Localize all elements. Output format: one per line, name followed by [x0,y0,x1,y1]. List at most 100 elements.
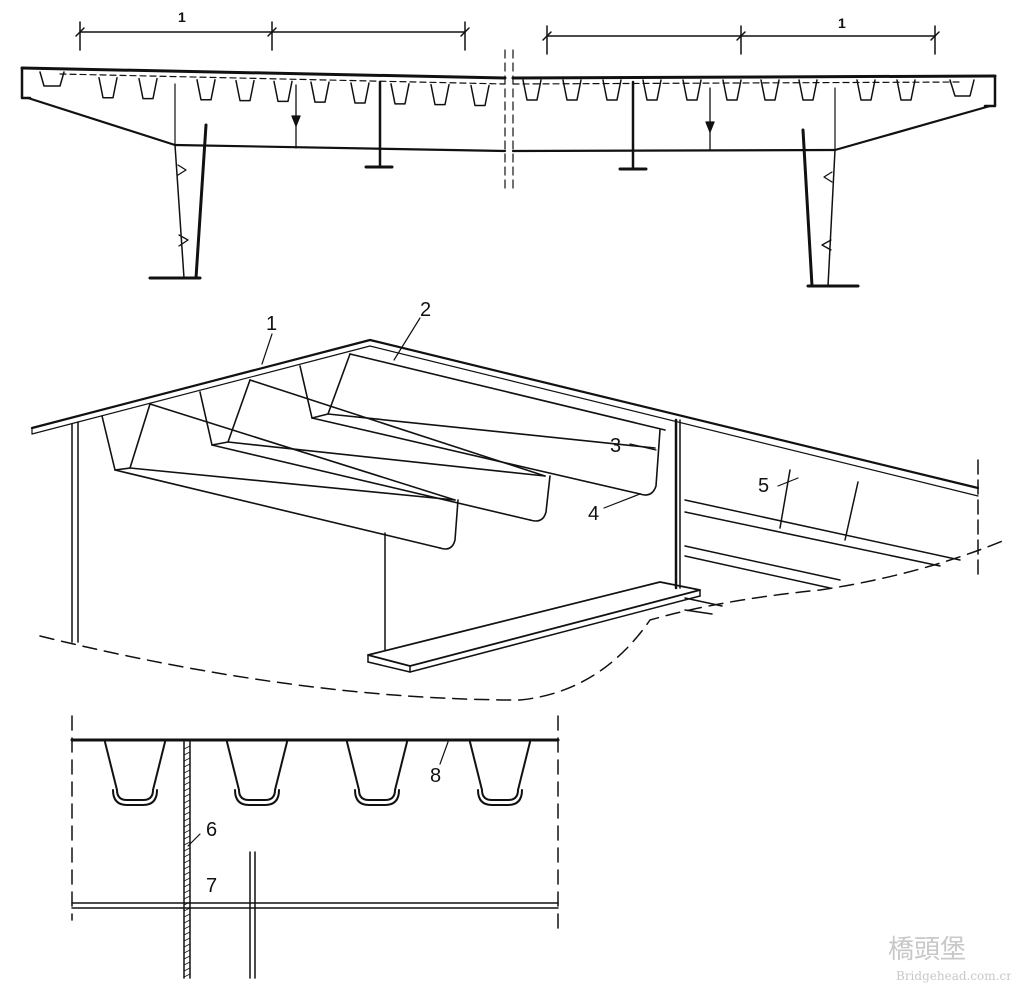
detail-trough-rib-weld [354,789,400,806]
trough-stiffener [350,82,370,104]
web-hatch-line [183,889,191,894]
web-hatch-line [183,817,191,822]
web-hatch-line [183,925,191,930]
trough-stiffeners-top [98,77,916,107]
detail-trough-rib-weld [477,789,523,806]
web-hatch-line [183,835,191,840]
iso-longitudinal-stringers [684,469,961,615]
web-hatch-line [183,913,191,918]
iso-cut-outline [39,539,1006,701]
trough-stiffener [602,79,622,101]
detail-vertical-stiffener [249,851,256,979]
detail-trough-rib [226,741,288,801]
callout-4: 4 [588,503,599,525]
web-hatch-line [183,745,191,750]
trough-stiffener [273,80,293,103]
web-hatch-line [183,787,191,792]
detail-trough-rib [346,741,408,801]
web-hatch-line [183,937,191,942]
trough-stiffener [682,79,702,101]
web-hatch-line [183,799,191,804]
iso-leaders [261,317,799,509]
trough-stiffener [470,84,490,107]
trough-stiffener [856,79,876,101]
web-hatch-line [183,751,191,756]
deck-plate [20,66,997,108]
break-mark [504,49,514,189]
web-hatch-line [183,781,191,786]
detail-leaders [187,741,449,847]
trough-stiffener [722,79,742,101]
detail-trough-rib-weld [112,789,158,806]
trough-stiffener [798,79,818,101]
web-hatch-line [183,805,191,810]
web-hatch-line [183,931,191,936]
web-hatch-line [183,961,191,966]
trough-stiffener [642,79,662,101]
callout-7: 7 [206,875,217,897]
web-hatch-line [183,823,191,828]
web-hatch-line [183,955,191,960]
detail-horizontal-flange [71,902,559,909]
trough-stiffener [310,81,330,103]
detail-trough-rib-weld [234,789,280,806]
web-hatch-line [183,919,191,924]
span-label-right: 1 [838,15,846,31]
web-hatch-line [183,769,191,774]
web-hatch-line [183,865,191,870]
iso-trough-ribs [101,353,666,550]
detail-boundary [71,715,559,933]
callout-2: 2 [420,299,431,321]
trough-stiffener [98,77,118,99]
detail-trough-ribs [104,741,531,806]
detail-section: 6 7 8 [70,715,560,979]
trough-stiffener [522,79,542,101]
web-hatch-line [183,973,191,978]
watermark-chinese: 橋頭堡 [888,935,966,965]
detail-trough-rib [104,741,166,801]
load-arrows [291,84,715,151]
web-hatch-line [183,859,191,864]
box-bottom-flange [26,83,992,153]
trough-stiffener [196,79,216,101]
dimension-line-left [75,21,470,51]
web-hatch-line [183,829,191,834]
watermark-url: Bridgehead.com.cn [896,969,1011,983]
callout-3: 3 [610,435,621,457]
pier-leg-left [148,123,208,280]
trough-stiffener [562,79,582,101]
web-hatch-line [183,757,191,762]
trough-stiffener [235,79,255,102]
web-hatch-line [183,877,191,882]
web-hatch-line [183,943,191,948]
isometric-view: 1 2 3 4 5 [30,299,1006,701]
callout-8: 8 [430,765,441,787]
web-hatch-line [183,841,191,846]
cross-section-elevation: 1 1 [20,9,997,288]
web-hatch-line [183,967,191,972]
detail-trough-rib [469,741,531,801]
web-hatch-line [183,949,191,954]
web-hatch-line [183,793,191,798]
iso-floor-beam [367,418,701,673]
callout-6: 6 [206,819,217,841]
t-stiffeners [364,80,648,171]
trough-stiffener [760,79,780,101]
web-hatch-line [183,763,191,768]
detail-web-plate [183,741,191,979]
iso-deck-plate [30,338,980,579]
iso-left-web [71,421,79,643]
web-hatch-line [183,847,191,852]
dimension-line-right [542,25,940,55]
trough-stiffener [430,83,450,106]
trough-stiffener [390,83,410,105]
span-label-left: 1 [178,9,186,25]
callout-5: 5 [758,475,769,497]
trough-stiffener [896,79,916,101]
trough-stiffener [138,77,158,100]
pier-leg-right [801,128,860,288]
web-hatch-line [183,853,191,858]
web-hatch-line [183,871,191,876]
web-hatch-line [183,883,191,888]
